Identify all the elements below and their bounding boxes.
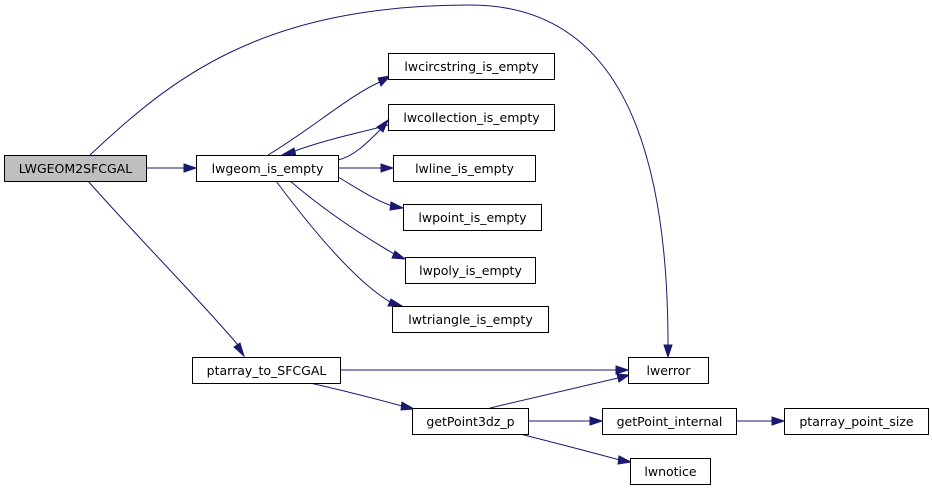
- edge-lwgeom-is-empty-to-lwcircstring-is-empty: [267, 75, 392, 156]
- edge-getpoint-internal-to-ptarray-point-size: [736, 416, 786, 426]
- node-label: lwline_is_empty: [415, 161, 514, 176]
- node-lwtriangle-is-empty[interactable]: lwtriangle_is_empty: [392, 306, 549, 333]
- edge-line: [519, 433, 621, 461]
- edge-getpoint3dz-p-to-getpoint-internal: [528, 416, 604, 426]
- arrowhead-icon: [377, 75, 392, 87]
- node-box[interactable]: [388, 104, 555, 131]
- node-getpoint3dz-p[interactable]: getPoint3dz_p: [412, 408, 529, 435]
- arrowhead-icon: [380, 163, 395, 173]
- node-label: lwcollection_is_empty: [403, 110, 540, 125]
- edge-lwgeom2sfcgal-to-ptarray-to-sfcgal: [87, 180, 246, 358]
- node-label: lwpoint_is_empty: [418, 210, 527, 225]
- edge-getpoint3dz-p-to-lwerror: [489, 373, 631, 409]
- edge-lwgeom-is-empty-to-lwcollection-is-empty: [337, 118, 390, 161]
- arrowhead-icon: [663, 344, 673, 359]
- edge-line: [89, 4, 669, 346]
- arrowhead-icon: [615, 365, 630, 375]
- arrowhead-icon: [389, 201, 405, 211]
- arrowhead-icon: [183, 163, 198, 173]
- edge-line: [337, 129, 381, 161]
- edges-layer: [87, 4, 786, 465]
- arrowhead-icon: [280, 147, 297, 157]
- nodes-layer: LWGEOM2SFCGAL lwgeom_is_empty lwcircstring…: [4, 53, 929, 485]
- edge-getpoint3dz-p-to-lwnotice: [519, 433, 633, 465]
- node-lwline-is-empty[interactable]: lwline_is_empty: [393, 155, 536, 182]
- edge-lwcollection-is-empty-to-lwgeom-is-empty: [280, 124, 389, 157]
- edge-lwgeom-is-empty-to-lwpoly-is-empty: [289, 180, 407, 260]
- edge-lwgeom-is-empty-to-lwtriangle-is-empty: [275, 180, 404, 307]
- node-label: lwcircstring_is_empty: [404, 59, 539, 74]
- node-lwcollection-is-empty[interactable]: lwcollection_is_empty: [388, 104, 555, 131]
- node-label: LWGEOM2SFCGAL: [19, 161, 132, 176]
- node-label: lwtriangle_is_empty: [408, 312, 533, 327]
- arrowhead-icon: [233, 342, 246, 358]
- edge-line: [309, 382, 403, 407]
- edge-ptarray-to-sfcgal-to-lwerror: [340, 365, 630, 375]
- node-label: lwnotice: [644, 464, 697, 479]
- edge-line: [337, 176, 393, 207]
- node-label: lwerror: [647, 363, 692, 378]
- edge-lwgeom-is-empty-to-lwpoint-is-empty: [337, 176, 405, 211]
- edge-lwgeom2sfcgal-to-lwerror: [89, 4, 673, 359]
- edge-ptarray-to-sfcgal-to-getpoint3dz-p: [309, 382, 416, 411]
- arrowhead-icon: [617, 455, 633, 465]
- node-box[interactable]: [628, 357, 709, 384]
- node-ptarray-to-sfcgal[interactable]: ptarray_to_SFCGAL: [192, 357, 341, 384]
- edge-lwgeom2sfcgal-to-lwgeom-is-empty: [146, 163, 198, 173]
- node-box[interactable]: [393, 155, 536, 182]
- edge-line: [489, 377, 619, 409]
- node-box[interactable]: [602, 408, 737, 435]
- node-lwgeom2sfcgal[interactable]: LWGEOM2SFCGAL: [4, 155, 147, 182]
- arrowhead-icon: [391, 250, 407, 260]
- node-box[interactable]: [4, 155, 147, 182]
- node-label: ptarray_to_SFCGAL: [207, 363, 327, 378]
- node-box[interactable]: [392, 306, 549, 333]
- node-box[interactable]: [405, 257, 536, 284]
- node-label: lwpoly_is_empty: [419, 263, 522, 278]
- node-lwpoly-is-empty[interactable]: lwpoly_is_empty: [405, 257, 536, 284]
- node-box[interactable]: [196, 155, 339, 182]
- node-label: getPoint3dz_p: [426, 414, 514, 429]
- node-lwpoint-is-empty[interactable]: lwpoint_is_empty: [403, 204, 542, 231]
- node-box[interactable]: [403, 204, 542, 231]
- node-lwgeom-is-empty[interactable]: lwgeom_is_empty: [196, 155, 339, 182]
- edge-line: [275, 180, 393, 304]
- node-getpoint-internal[interactable]: getPoint_internal: [602, 408, 737, 435]
- edge-line: [291, 124, 389, 153]
- node-label: lwgeom_is_empty: [212, 161, 324, 176]
- node-lwnotice[interactable]: lwnotice: [630, 458, 711, 485]
- node-label: getPoint_internal: [617, 414, 723, 429]
- edge-line: [267, 81, 381, 156]
- arrowhead-icon: [616, 373, 631, 383]
- node-label: ptarray_point_size: [799, 414, 914, 429]
- node-box[interactable]: [388, 53, 555, 80]
- arrowhead-icon: [589, 416, 604, 426]
- arrowhead-icon: [387, 298, 404, 307]
- node-ptarray-point-size[interactable]: ptarray_point_size: [784, 408, 929, 435]
- node-box[interactable]: [784, 408, 929, 435]
- node-box[interactable]: [192, 357, 341, 384]
- edge-line: [87, 180, 239, 346]
- node-box[interactable]: [630, 458, 711, 485]
- node-lwerror[interactable]: lwerror: [628, 357, 709, 384]
- edge-lwgeom-is-empty-to-lwline-is-empty: [338, 163, 395, 173]
- node-lwcircstring-is-empty[interactable]: lwcircstring_is_empty: [388, 53, 555, 80]
- arrowhead-icon: [400, 401, 416, 411]
- node-box[interactable]: [412, 408, 529, 435]
- arrowhead-icon: [771, 416, 786, 426]
- edge-line: [289, 180, 397, 256]
